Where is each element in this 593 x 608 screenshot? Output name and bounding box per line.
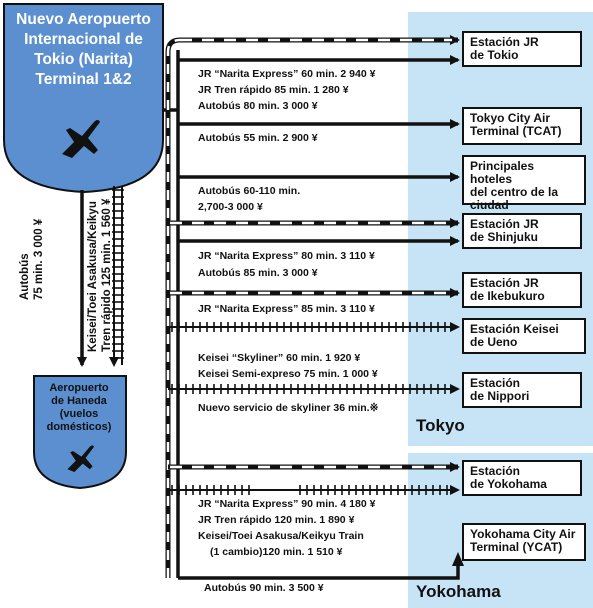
route-label: JR “Narita Express” 90 min. 4 180 ¥: [198, 498, 376, 510]
destination-line: Estación Keisei: [470, 322, 559, 336]
haneda-title-line: Aeropuerto: [49, 382, 109, 394]
destination-line: Estación JR: [470, 276, 539, 290]
destination-line: de Yokohama: [470, 477, 547, 491]
route-label: Autobús 60-110 min.: [198, 185, 301, 197]
route-label: JR “Narita Express” 60 min. 2 940 ¥: [198, 68, 376, 80]
haneda-bus-label-line: Autobús: [19, 253, 31, 300]
destination-hotels: Principales hoteles del centro de la ciu…: [462, 155, 586, 212]
destination-line: Yokohama City Air: [470, 527, 576, 541]
destination-line: de Tokio: [470, 48, 519, 62]
destination-line: Estación JR: [470, 217, 539, 231]
destination-line: de Ueno: [470, 335, 518, 349]
tokyo-region-label: Tokyo: [416, 416, 465, 435]
haneda-train-label-line: Keisei/Toei Asakusa/Keikyu: [87, 201, 99, 352]
destination-shinjuku: Estación JR de Shinjuku: [462, 213, 582, 249]
route-label: Autobús 55 min. 2 900 ¥: [198, 132, 318, 144]
narita-title: Nuevo Aeropuerto Internacional de Tokio …: [4, 10, 163, 90]
destination-line: Estación JR: [470, 35, 539, 49]
destination-line: del centro de la: [470, 185, 559, 199]
airplane-icon: [67, 445, 94, 472]
destination-line: Tokyo City Air: [470, 111, 551, 125]
haneda-title-line: de Haneda: [51, 395, 107, 407]
destination-line: de Ikebukuro: [470, 289, 545, 303]
route-label: Nuevo servicio de skyliner 36 min.※: [198, 402, 379, 414]
destination-line: Estación: [470, 464, 521, 478]
haneda-bus-label: Autobús 75 min. 3 000 ¥: [18, 219, 46, 300]
destination-line: de Shinjuku: [470, 230, 539, 244]
route-label: Keisei Semi-expreso 75 min. 1 000 ¥: [198, 368, 378, 380]
destination-line: de Nippori: [470, 389, 530, 403]
narita-title-line: Nuevo Aeropuerto: [16, 11, 151, 28]
destination-tokyo-station: Estación JR de Tokio: [462, 31, 582, 67]
haneda-bus-label-line: 75 min. 3 000 ¥: [33, 218, 45, 300]
narita-title-line: Internacional de: [24, 31, 143, 48]
destination-line: Estación: [470, 376, 521, 390]
narita-title-line: Terminal 1&2: [35, 71, 132, 88]
route-label: Autobús 85 min. 3 000 ¥: [198, 267, 318, 279]
narita-shield: [3, 3, 164, 194]
destination-line: ciudad: [470, 198, 509, 212]
route-label: JR “Narita Express” 85 min. 3 110 ¥: [198, 303, 375, 315]
yokohama-region-label: Yokohama: [416, 582, 501, 601]
destination-ueno: Estación Keisei de Ueno: [462, 318, 586, 354]
route-label: 2,700-3 000 ¥: [198, 201, 263, 213]
route-label: Keisei/Toei Asakusa/Keikyu Train: [198, 530, 364, 542]
destination-nippori: Estación de Nippori: [462, 372, 582, 408]
narita-title-line: Tokio (Narita): [34, 51, 133, 68]
airplane-icon: [62, 120, 100, 158]
route-label: JR Tren rápido 85 min. 1 280 ¥: [198, 84, 349, 96]
destination-line: Principales hoteles: [470, 159, 535, 186]
destination-yokohama-station: Estación de Yokohama: [462, 460, 582, 496]
haneda-title: Aeropuerto de Haneda (vuelos domésticos): [34, 382, 124, 434]
destination-line: Terminal (TCAT): [470, 124, 562, 138]
haneda-title-line: domésticos): [46, 421, 112, 433]
haneda-train-label: Keisei/Toei Asakusa/Keikyu Tren rápido 1…: [86, 199, 114, 352]
route-label: Autobús 80 min. 3 000 ¥: [198, 100, 318, 112]
destination-line: Terminal (YCAT): [470, 540, 563, 554]
route-label: JR “Narita Express” 80 min. 3 110 ¥: [198, 250, 375, 262]
haneda-title-line: (vuelos: [59, 408, 99, 420]
route-label: (1 cambio)120 min. 1 510 ¥: [210, 546, 343, 558]
destination-ikebukuro: Estación JR de Ikebukuro: [462, 272, 582, 308]
route-label: Autobús 90 min. 3 500 ¥: [204, 582, 324, 594]
haneda-train-label-line: Tren rápido 125 min. 1 560 ¥: [101, 198, 113, 352]
destination-tcat: Tokyo City Air Terminal (TCAT): [462, 107, 582, 145]
haneda-shield: [33, 375, 127, 490]
destination-ycat: Yokohama City Air Terminal (YCAT): [462, 523, 586, 561]
route-label: Keisei “Skyliner” 60 min. 1 920 ¥: [198, 352, 361, 364]
route-label: JR Tren rápido 120 min. 1 890 ¥: [198, 514, 355, 526]
